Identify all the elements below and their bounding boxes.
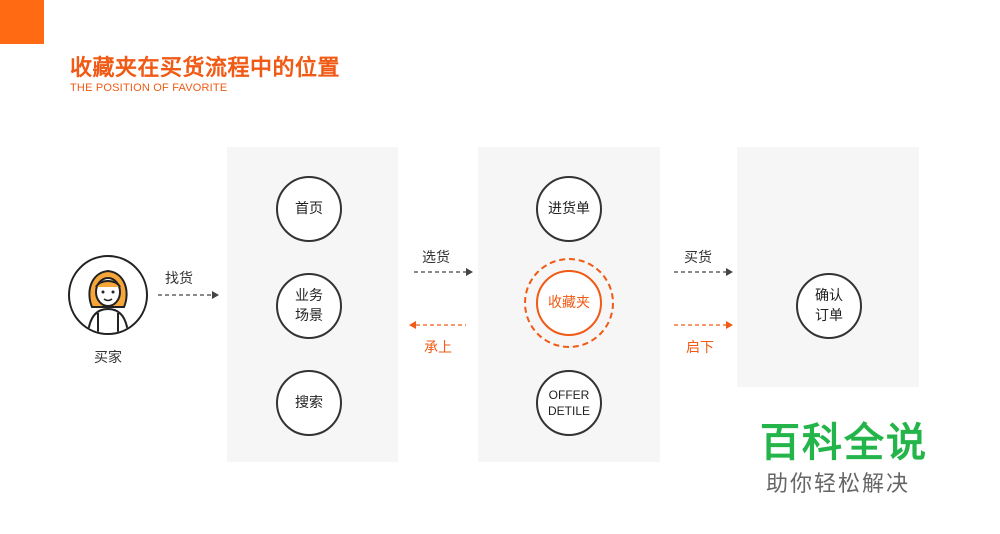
page-subtitle: THE POSITION OF FAVORITE <box>70 82 228 94</box>
node-confirm-order: 确认 订单 <box>796 273 862 339</box>
buyer-label: 买家 <box>94 350 122 366</box>
node-offer-detail: OFFER DETILE <box>536 370 602 436</box>
arrow-label-continue: 承上 <box>424 340 452 356</box>
favorites-highlight-ring <box>524 258 614 348</box>
node-homepage: 首页 <box>276 176 342 242</box>
watermark-title: 百科全说 <box>760 420 928 466</box>
panel-order <box>737 147 919 387</box>
node-search: 搜索 <box>276 370 342 436</box>
node-favorites: 收藏夹 <box>536 270 602 336</box>
node-business-scene: 业务 场景 <box>276 273 342 339</box>
watermark-backdrop <box>722 388 977 508</box>
arrow-label-select-goods: 选货 <box>422 250 450 266</box>
watermark-subtitle: 助你轻松解决 <box>766 472 911 497</box>
corner-accent-block <box>0 0 44 44</box>
page-title: 收藏夹在买货流程中的位置 <box>70 56 341 81</box>
arrow-label-buy-goods: 买货 <box>684 250 712 266</box>
arrow-label-find-goods: 找货 <box>165 271 193 287</box>
node-purchase-list: 进货单 <box>536 176 602 242</box>
arrow-label-launch: 启下 <box>686 340 714 356</box>
woman-avatar-icon <box>68 255 148 335</box>
